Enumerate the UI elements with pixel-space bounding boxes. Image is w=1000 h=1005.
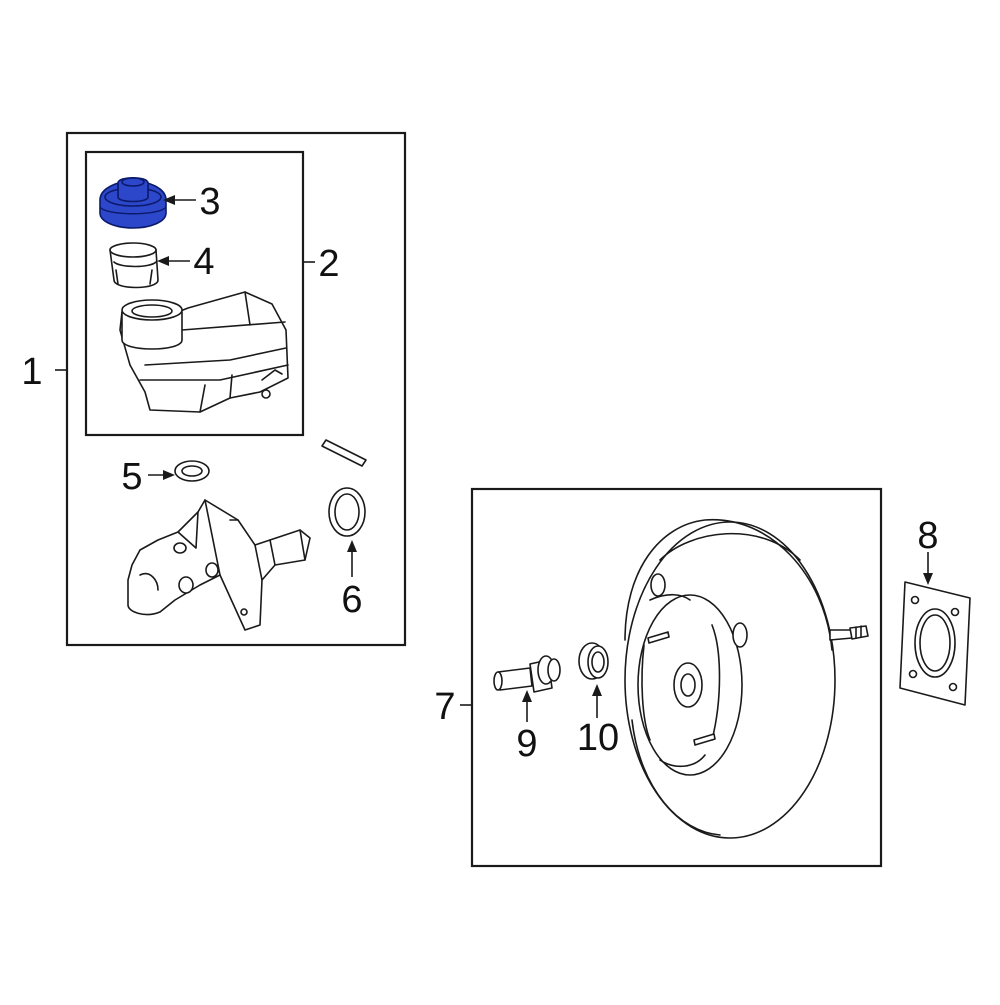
callout-8-arrow	[923, 552, 933, 585]
callout-9: 9	[516, 723, 537, 765]
callout-7: 7	[434, 686, 455, 728]
callout-9-arrow	[522, 690, 532, 722]
callout-3: 3	[199, 181, 220, 223]
callout-4-arrow	[157, 256, 190, 266]
reservoir-tank-part[interactable]	[119, 291, 289, 413]
callout-6-arrow	[347, 540, 357, 577]
group-2-frame	[84, 150, 305, 437]
callout-5: 5	[121, 456, 142, 498]
callout-1: 1	[21, 351, 42, 393]
reservoir-cap-part[interactable]	[99, 176, 167, 229]
group-7-frame	[470, 487, 883, 868]
strainer-part[interactable]	[109, 242, 159, 289]
check-valve-part[interactable]	[493, 655, 561, 693]
callout-8: 8	[917, 515, 938, 557]
group-1-frame	[65, 131, 407, 647]
brake-booster-part[interactable]	[624, 519, 869, 839]
valve-grommet-part[interactable]	[578, 642, 609, 680]
callout-6: 6	[341, 579, 362, 621]
master-cylinder-part[interactable]	[127, 499, 311, 631]
callout-3-arrow	[163, 195, 196, 205]
callout-10: 10	[577, 717, 619, 759]
pin-part[interactable]	[321, 439, 367, 467]
callout-10-arrow	[592, 684, 602, 718]
callout-2: 2	[318, 243, 339, 285]
gasket-part[interactable]	[899, 581, 971, 706]
callout-5-arrow	[148, 470, 175, 480]
callout-4: 4	[193, 241, 214, 283]
grommet-part[interactable]	[174, 460, 210, 482]
o-ring-part[interactable]	[328, 487, 366, 537]
